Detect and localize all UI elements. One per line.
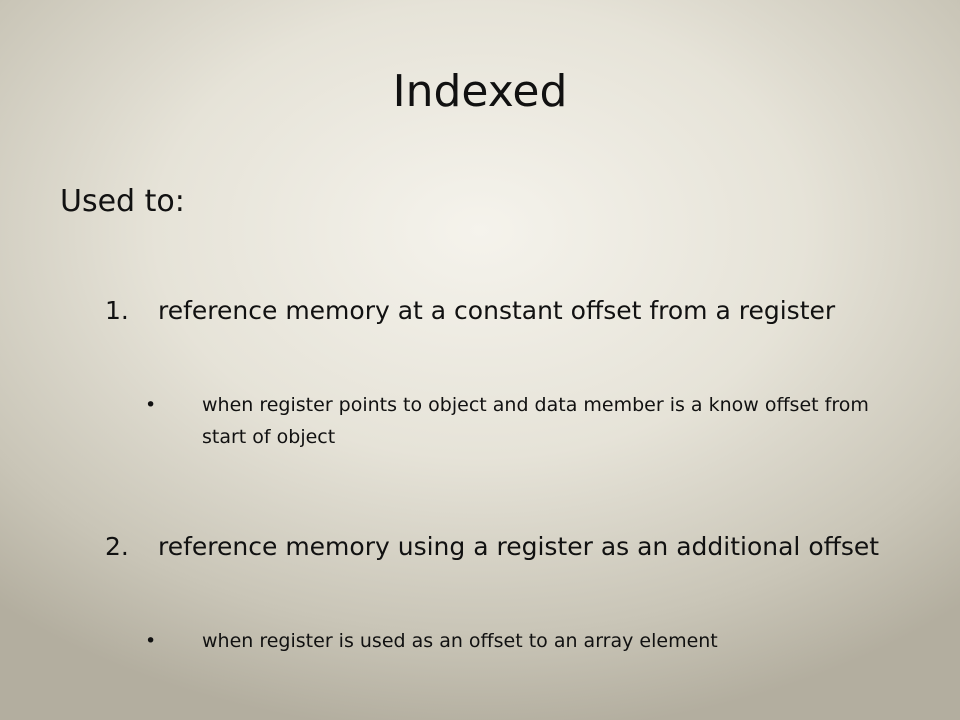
bullet-icon: • (145, 394, 157, 416)
sub-bullet-text: when register is used as an offset to an… (202, 630, 718, 652)
sub-bullet-text: when register points to object and data … (202, 394, 869, 448)
bullet-icon: • (145, 630, 157, 652)
list-number: 2. (105, 532, 129, 561)
sub-bullet-2: • when register is used as an offset to … (145, 625, 905, 657)
intro-text: Used to: (60, 184, 185, 219)
list-item-1: 1. reference memory at a constant offset… (105, 293, 905, 328)
list-item-text: reference memory using a register as an … (158, 532, 880, 561)
sub-bullet-1: • when register points to object and dat… (145, 389, 905, 453)
list-item-text: reference memory at a constant offset fr… (158, 296, 836, 325)
list-item-2: 2. reference memory using a register as … (105, 529, 905, 564)
slide-title: Indexed (392, 66, 568, 117)
list-number: 1. (105, 296, 129, 325)
